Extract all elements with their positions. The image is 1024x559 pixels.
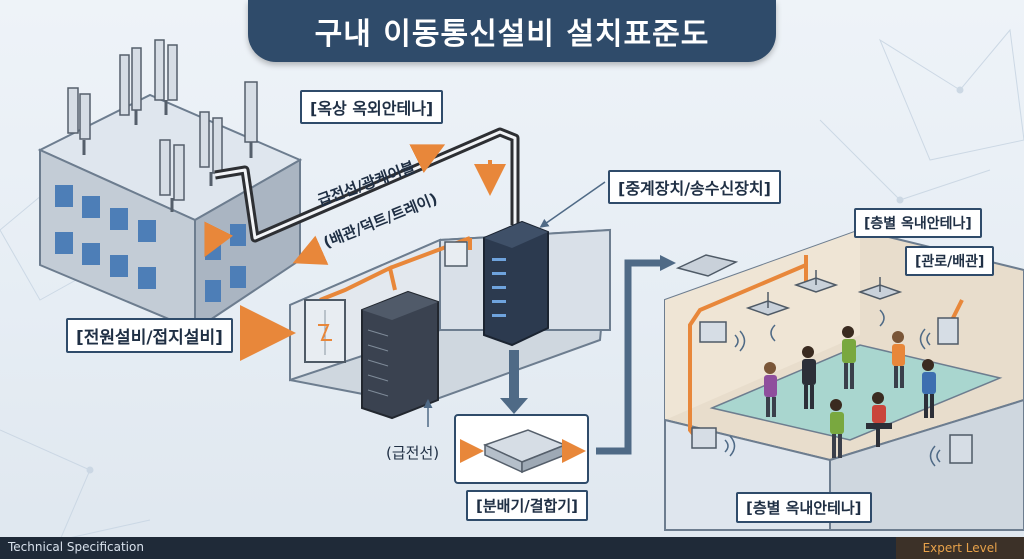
rooftop-antennas xyxy=(67,39,258,201)
wall-antenna-right xyxy=(937,317,959,345)
title-banner: 구내 이동통신설비 설치표준도 xyxy=(248,0,776,62)
label-repeater: [중계장치/송수신장치] xyxy=(608,170,781,204)
building xyxy=(37,93,303,332)
rooftop-masts xyxy=(82,100,253,212)
junction-box xyxy=(444,241,468,267)
server-rack-right xyxy=(483,220,549,347)
wall-antenna-lower-right xyxy=(949,434,973,464)
footer-right-badge: Expert Level xyxy=(896,537,1024,559)
label-rooftop-antenna: [옥상 옥외안테나] xyxy=(300,90,444,124)
footer-bar: Technical Specification Expert Level xyxy=(0,537,1024,559)
label-feeder-line: (급전선) xyxy=(386,444,440,462)
signal-waves xyxy=(724,309,941,467)
wall-antenna-left xyxy=(699,321,727,343)
label-floor-antenna-bottom: [층별 옥내안테나] xyxy=(736,492,872,523)
wall-antenna-lower xyxy=(691,427,717,449)
page-title: 구내 이동통신설비 설치표준도 xyxy=(314,17,710,52)
label-floor-antenna-top: [층별 옥내안테나] xyxy=(854,208,982,238)
footer-left-text: Technical Specification xyxy=(8,540,144,554)
server-rack-left xyxy=(361,290,439,420)
ceiling-antennas xyxy=(745,270,903,316)
riser-path xyxy=(596,259,662,455)
label-power-grounding: [전원설비/접지설비] xyxy=(66,318,233,353)
people xyxy=(764,326,936,458)
riser-cap xyxy=(675,254,739,277)
electrical-panel xyxy=(304,299,346,363)
label-conduit: [관로/배관] xyxy=(905,246,995,276)
label-splitter: [분배기/결합기] xyxy=(466,490,588,521)
